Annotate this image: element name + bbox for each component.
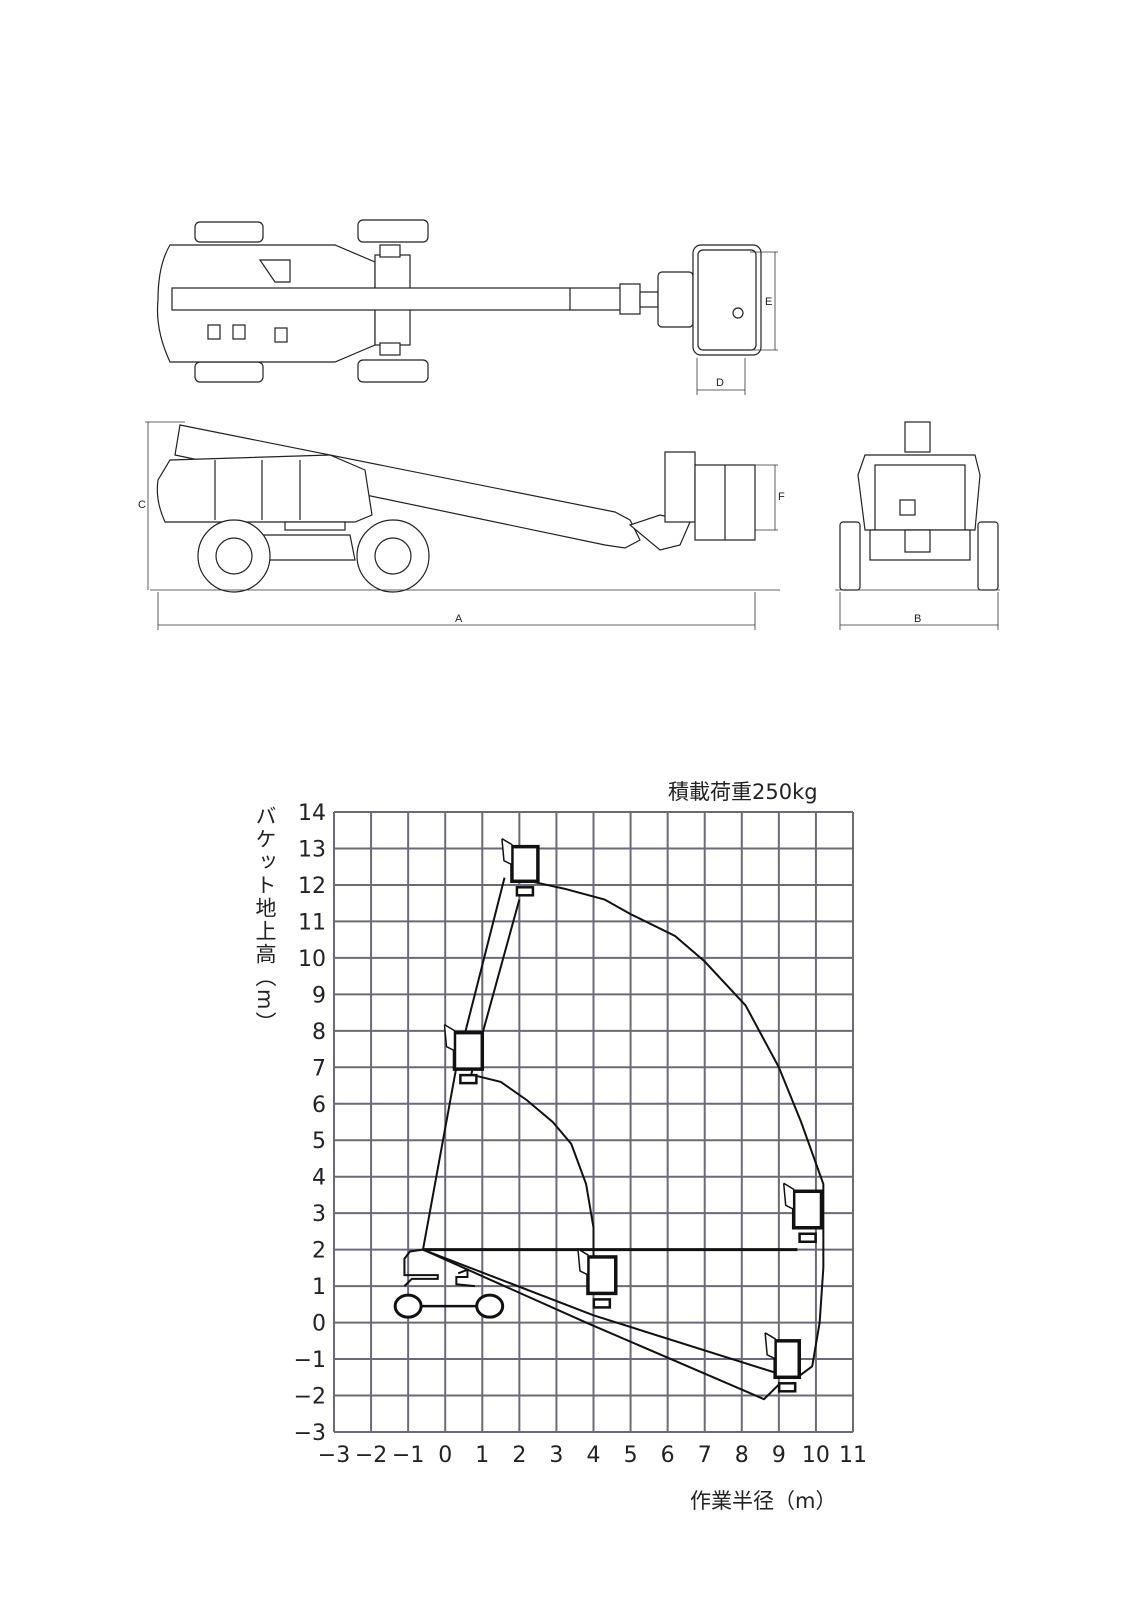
- bucket-control-box: [782, 1182, 795, 1211]
- y-tick-label: 1: [312, 1275, 326, 1300]
- y-tick-label: 11: [298, 910, 326, 935]
- y-tick-label: 2: [312, 1239, 326, 1264]
- x-tick-label: −3: [318, 1443, 350, 1468]
- machine-drawings: E D C F A: [138, 219, 1000, 630]
- rear-view: B: [835, 421, 1000, 630]
- bucket: [586, 1255, 618, 1296]
- x-tick-label: 8: [735, 1443, 749, 1468]
- y-tick-label: 13: [298, 837, 326, 862]
- vehicle-body: [403, 1248, 439, 1287]
- x-axis-label: 作業半径（m）: [690, 1489, 837, 1513]
- y-tick-label: 14: [298, 801, 326, 826]
- outer-envelope-curve: [530, 880, 825, 1379]
- bucket-control-box: [577, 1248, 589, 1277]
- boom-edge: [422, 1248, 780, 1401]
- x-tick-label: 10: [802, 1443, 830, 1468]
- bucket-step: [798, 1232, 817, 1244]
- bucket-control-box: [443, 1024, 456, 1052]
- y-tick-label: 6: [312, 1093, 326, 1118]
- boom-edge: [421, 877, 506, 1250]
- y-tick-label: 10: [298, 947, 326, 972]
- x-tick-label: 3: [549, 1443, 563, 1468]
- y-tick-label: 8: [312, 1020, 326, 1045]
- dimension-b-label: B: [914, 613, 921, 625]
- x-tick-label: 5: [624, 1443, 638, 1468]
- vehicle-body: [455, 1268, 475, 1288]
- x-tick-label: 6: [661, 1443, 675, 1468]
- dimension-c-label: C: [138, 499, 146, 511]
- boom-edge: [470, 899, 521, 1075]
- vehicle-wheel: [393, 1293, 423, 1319]
- boom-edge: [422, 1248, 791, 1379]
- bucket: [773, 1339, 801, 1380]
- bucket: [510, 844, 540, 884]
- x-tick-label: 7: [698, 1443, 712, 1468]
- dimension-a-label: A: [455, 613, 463, 625]
- y-axis-label: バケット地上高（m）: [253, 805, 277, 1035]
- x-tick-label: 11: [839, 1443, 867, 1468]
- bucket: [452, 1030, 485, 1071]
- y-tick-label: −3: [294, 1421, 326, 1446]
- x-tick-label: 2: [512, 1443, 526, 1468]
- x-tick-label: 4: [587, 1443, 601, 1468]
- bucket: [791, 1189, 824, 1230]
- chart-title: 積載荷重250kg: [668, 780, 818, 804]
- side-view: C F A: [138, 421, 785, 630]
- top-view: E D: [156, 219, 778, 395]
- dimension-e-label: E: [765, 296, 772, 308]
- x-tick-label: 0: [438, 1443, 452, 1468]
- y-tick-label: −2: [294, 1385, 326, 1410]
- y-tick-label: 12: [298, 874, 326, 899]
- bucket-step: [592, 1298, 612, 1309]
- bucket-step: [777, 1382, 797, 1393]
- y-tick-label: 3: [312, 1202, 326, 1227]
- dimension-f-label: F: [778, 491, 785, 503]
- x-tick-label: −2: [355, 1443, 387, 1468]
- y-tick-label: −1: [294, 1348, 326, 1373]
- bucket-control-box: [764, 1332, 776, 1361]
- bucket-step: [515, 886, 535, 897]
- x-tick-label: −1: [392, 1443, 424, 1468]
- y-tick-label: 0: [312, 1312, 326, 1337]
- x-tick-label: 9: [772, 1443, 786, 1468]
- vehicle-wheel: [475, 1293, 505, 1319]
- y-tick-label: 9: [312, 983, 326, 1008]
- dimension-d-label: D: [716, 377, 724, 389]
- x-tick-label: 1: [475, 1443, 489, 1468]
- y-tick-label: 4: [312, 1166, 326, 1191]
- y-tick-label: 7: [312, 1056, 326, 1081]
- bucket-control-box: [501, 838, 513, 866]
- y-tick-label: 5: [312, 1129, 326, 1154]
- bucket-step: [459, 1073, 478, 1085]
- inner-envelope-curve: [470, 1073, 595, 1257]
